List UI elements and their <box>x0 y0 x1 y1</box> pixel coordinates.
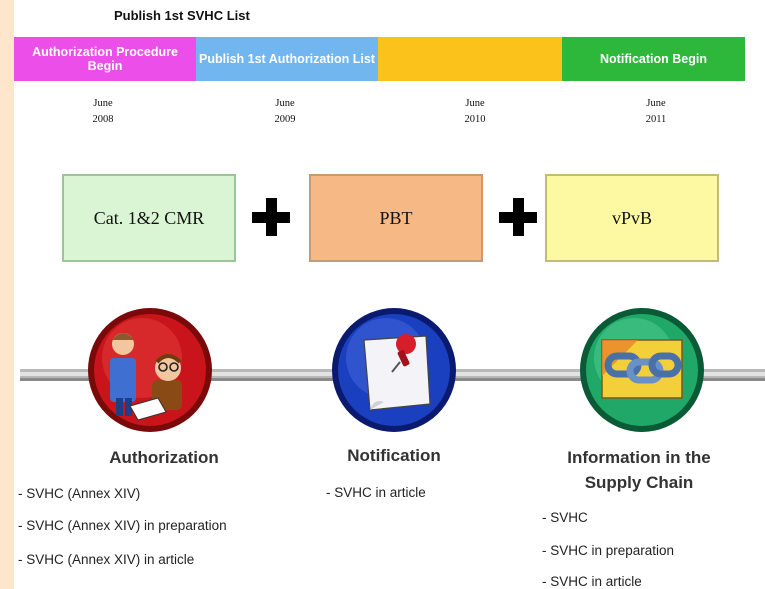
date-year: 2010 <box>464 114 486 126</box>
date-month: June <box>646 98 666 109</box>
supply-chain-item: - SVHC <box>542 510 588 525</box>
diagram-panel: Publish 1st SVHC List Authorization Proc… <box>14 0 765 589</box>
notification-heading: Notification <box>347 446 441 465</box>
chain-links-icon <box>580 308 704 432</box>
date-2009: June 2009 <box>250 96 320 129</box>
supply-chain-item: - SVHC in article <box>542 574 642 589</box>
date-month: June <box>465 98 485 109</box>
pushpin-note-icon <box>332 308 456 432</box>
date-year: 2008 <box>92 114 114 126</box>
date-2008: June 2008 <box>68 96 138 129</box>
phase-2010 <box>378 37 562 81</box>
svhc-list-title: Publish 1st SVHC List <box>114 8 250 23</box>
date-month: June <box>93 98 113 109</box>
notification-item: - SVHC in article <box>326 485 426 500</box>
authorization-heading: Authorization <box>109 448 219 467</box>
plus-icon <box>499 198 537 236</box>
criteria-vpvb-box: vPvB <box>545 174 719 262</box>
date-2010: June 2010 <box>440 96 510 129</box>
phase-publish-authorization-list: Publish 1st Authorization List <box>196 37 378 81</box>
criteria-pbt-box: PBT <box>309 174 483 262</box>
meeting-people-icon <box>88 308 212 432</box>
authorization-item: - SVHC (Annex XIV) in preparation <box>18 518 227 533</box>
phase-authorization-procedure: Authorization Procedure Begin <box>14 37 196 81</box>
date-year: 2011 <box>645 114 667 126</box>
supply-chain-item: - SVHC in preparation <box>542 543 675 558</box>
supply-chain-heading: Information in the Supply Chain <box>539 446 739 495</box>
date-month: June <box>275 98 295 109</box>
supply-chain-heading-line2: Supply Chain <box>584 472 694 492</box>
authorization-item: - SVHC (Annex XIV) <box>18 486 141 501</box>
supply-chain-heading-line1: Information in the <box>567 448 711 467</box>
date-year: 2009 <box>274 114 296 126</box>
phase-notification-begin: Notification Begin <box>562 37 745 81</box>
date-2011: June 2011 <box>621 96 691 129</box>
plus-icon <box>252 198 290 236</box>
criteria-cmr-box: Cat. 1&2 CMR <box>62 174 236 262</box>
authorization-item: - SVHC (Annex XIV) in article <box>18 552 195 567</box>
